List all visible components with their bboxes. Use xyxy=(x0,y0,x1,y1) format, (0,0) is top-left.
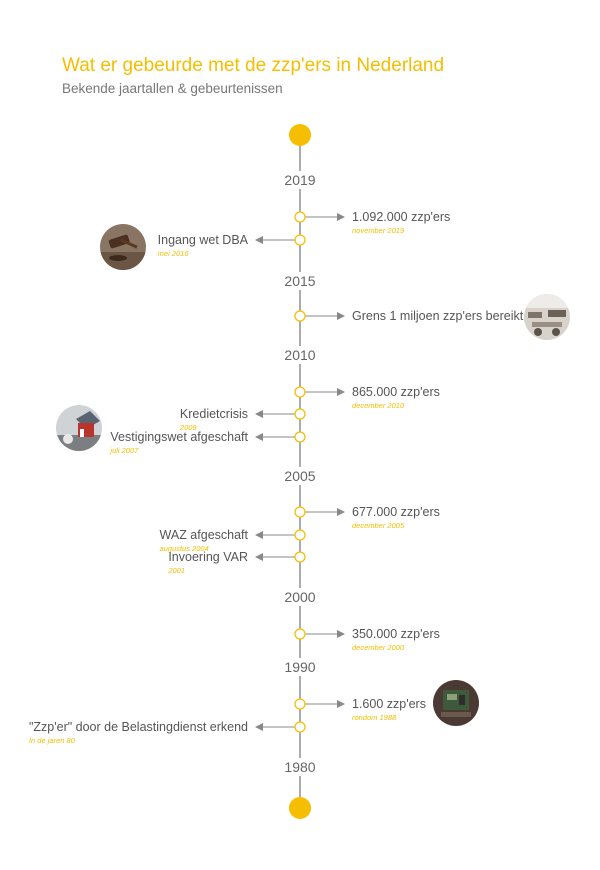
event-item: Invoering VAR 2001 xyxy=(168,550,248,576)
event-date: rondom 1988 xyxy=(352,713,397,722)
event-item: 1.600 zzp'ers rondom 1988 xyxy=(352,697,426,723)
timeline-bottom-dot xyxy=(289,797,311,819)
year-label: 2005 xyxy=(268,467,332,485)
event-node xyxy=(294,506,306,518)
event-label: Kredietcrisis xyxy=(179,407,248,421)
event-date: november 2019 xyxy=(352,226,405,235)
event-nodes xyxy=(294,211,306,733)
event-label: 865.000 zzp'ers xyxy=(352,385,440,399)
event-label: 1.092.000 zzp'ers xyxy=(352,210,451,224)
event-item: WAZ afgeschaft augustus 2004 xyxy=(160,528,248,554)
house-model-photo xyxy=(56,405,102,451)
event-label: 1.600 zzp'ers xyxy=(352,697,426,711)
page-subtitle: Bekende jaartallen & gebeurtenissen xyxy=(62,81,283,96)
year-label: 1980 xyxy=(268,758,332,776)
year-label: 2015 xyxy=(268,272,332,290)
event-node xyxy=(294,551,306,563)
event-item: Grens 1 miljoen zzp'ers bereikt xyxy=(352,309,523,323)
timeline-top-dot xyxy=(289,124,311,146)
event-item: "Zzp'er" door de Belastingdienst erkend … xyxy=(29,720,248,746)
event-item: 677.000 zzp'ers december 2005 xyxy=(352,505,440,531)
event-node xyxy=(294,529,306,541)
event-item: Kredietcrisis 2009 xyxy=(180,407,248,433)
event-item: Ingang wet DBA mei 2016 xyxy=(158,233,248,259)
event-label: WAZ afgeschaft xyxy=(159,528,248,542)
page-title: Wat er gebeurde met de zzp'ers in Nederl… xyxy=(62,55,445,76)
event-label: Vestigingswet afgeschaft xyxy=(110,430,248,444)
event-item: 350.000 zzp'ers december 2000 xyxy=(352,627,440,653)
event-node xyxy=(294,628,306,640)
event-date: 2001 xyxy=(168,566,186,575)
connectors xyxy=(255,213,345,731)
event-date: 2009 xyxy=(179,423,197,432)
year-label: 2010 xyxy=(268,346,332,364)
event-date: juli 2007 xyxy=(110,446,139,455)
event-date: december 2000 xyxy=(352,643,405,652)
gavel-photo xyxy=(100,224,146,270)
event-date: mei 2016 xyxy=(157,249,189,258)
year-label: 1990 xyxy=(268,658,332,676)
event-node xyxy=(294,721,306,733)
event-label: 677.000 zzp'ers xyxy=(352,505,440,519)
event-date: In de jaren 80 xyxy=(28,736,75,745)
office-photo xyxy=(524,294,570,340)
event-node xyxy=(294,234,306,246)
event-node xyxy=(294,310,306,322)
event-label: "Zzp'er" door de Belastingdienst erkend xyxy=(28,720,248,734)
event-date: augustus 2004 xyxy=(159,544,209,553)
event-node xyxy=(294,211,306,223)
event-node xyxy=(294,386,306,398)
event-item: Vestigingswet afgeschaft juli 2007 xyxy=(110,430,248,456)
event-node xyxy=(294,408,306,420)
year-label: 2000 xyxy=(268,588,332,606)
event-label: Invoering VAR xyxy=(168,550,248,564)
event-item: 865.000 zzp'ers december 2010 xyxy=(352,385,440,411)
computer-photo xyxy=(433,680,479,726)
event-label: Ingang wet DBA xyxy=(157,233,248,247)
event-date: december 2010 xyxy=(352,401,405,410)
event-label: 350.000 zzp'ers xyxy=(352,627,440,641)
event-node xyxy=(294,431,306,443)
year-label: 2019 xyxy=(268,171,332,189)
event-node xyxy=(294,698,306,710)
event-date: december 2005 xyxy=(352,521,405,530)
event-item: 1.092.000 zzp'ers november 2019 xyxy=(352,210,450,236)
event-label: Grens 1 miljoen zzp'ers bereikt xyxy=(352,309,524,323)
